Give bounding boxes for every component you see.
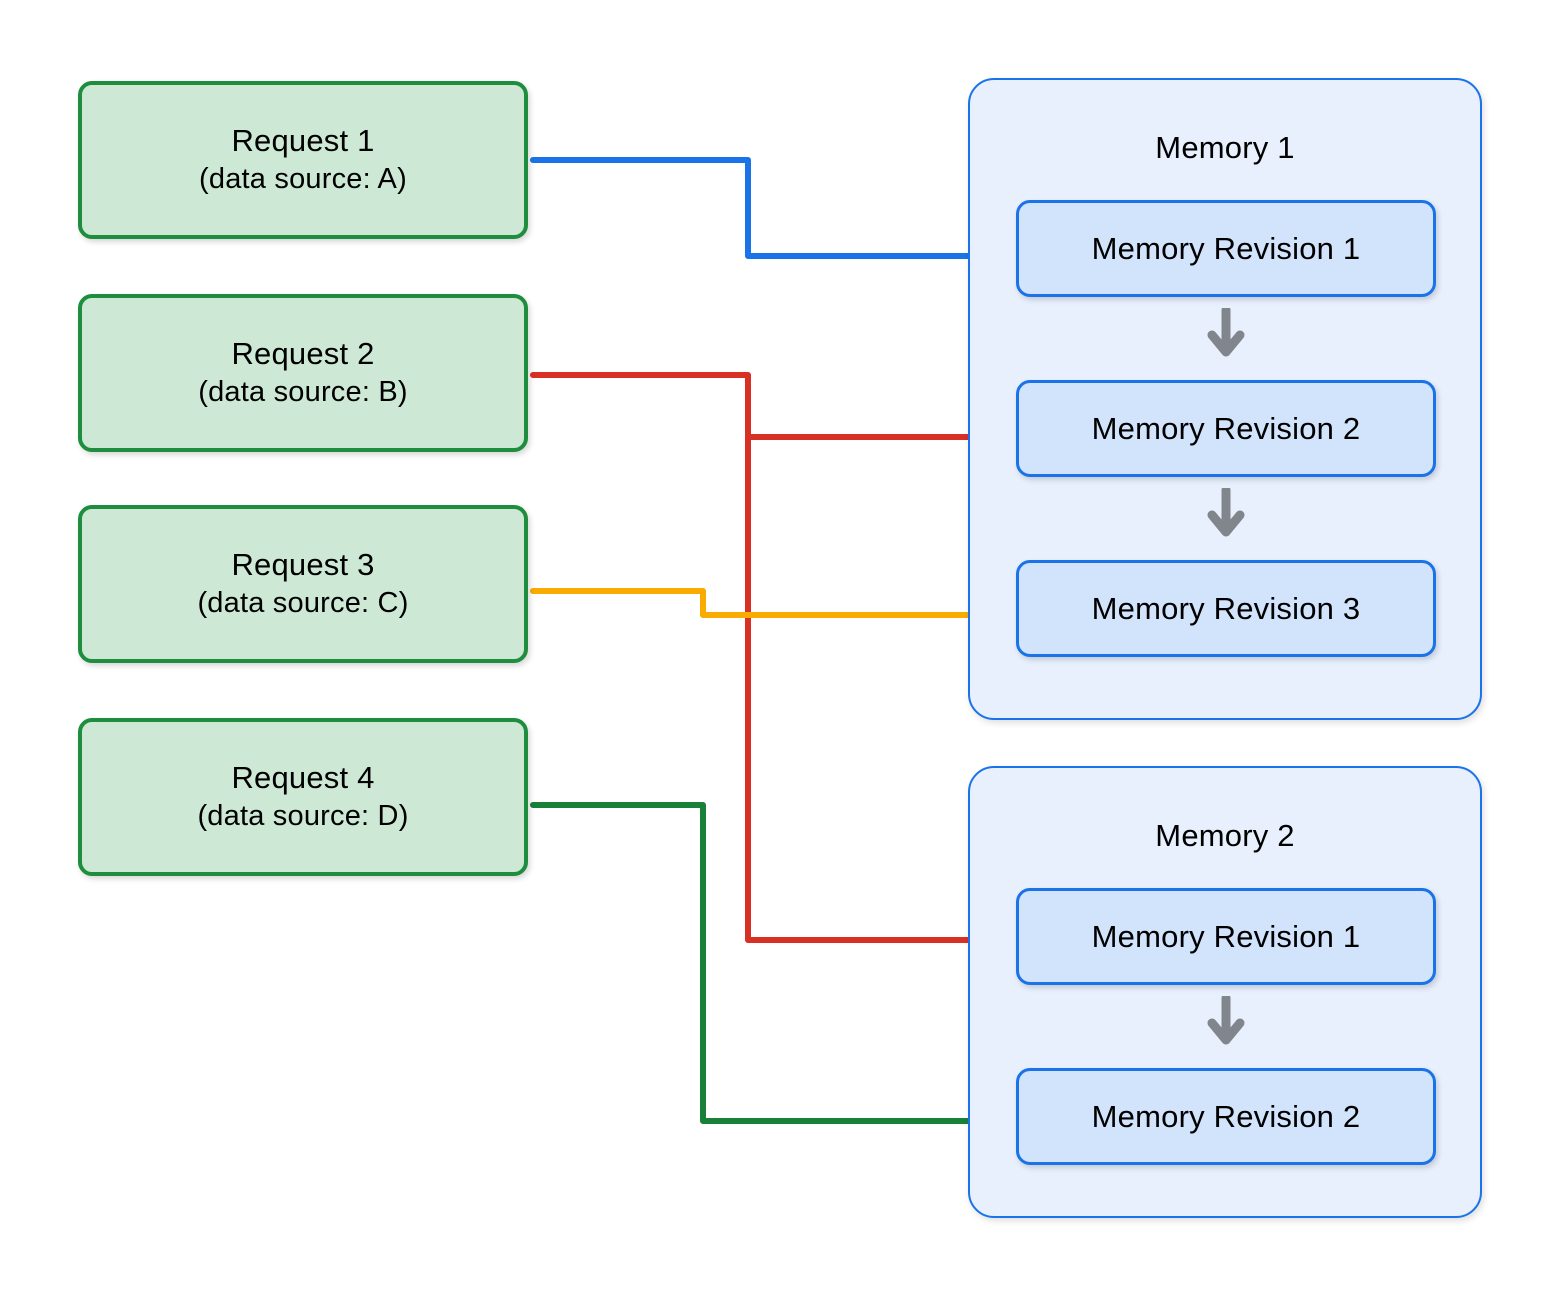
request-4-subtitle: (data source: D) (197, 800, 409, 833)
connector-request-2-to-memory-2-revision-1 (745, 434, 1000, 940)
connector-request-3-to-memory-1-revision-3 (530, 588, 1000, 615)
memory-1-revision-2[interactable]: Memory Revision 2 (1016, 380, 1436, 477)
connector-request-1-to-memory-1-revision-1 (530, 157, 1000, 256)
down-arrow-icon (1207, 996, 1245, 1045)
memory-container-2[interactable]: Memory 2 Memory Revision 1 Memory Revisi… (968, 766, 1482, 1218)
request-card-2[interactable]: Request 2 (data source: B) (78, 294, 528, 452)
down-arrow-icon (1207, 488, 1245, 537)
request-card-4[interactable]: Request 4 (data source: D) (78, 718, 528, 876)
request-4-title: Request 4 (231, 760, 375, 796)
down-arrow-icon (1207, 308, 1245, 357)
request-card-3[interactable]: Request 3 (data source: C) (78, 505, 528, 663)
request-card-1[interactable]: Request 1 (data source: A) (78, 81, 528, 239)
memory-2-title: Memory 2 (1155, 818, 1295, 853)
connector-request-4-to-memory-2-revision-2 (530, 802, 1000, 1121)
request-2-title: Request 2 (231, 336, 375, 372)
memory-1-revision-3[interactable]: Memory Revision 3 (1016, 560, 1436, 657)
request-1-title: Request 1 (231, 123, 375, 159)
memory-container-1[interactable]: Memory 1 Memory Revision 1 Memory Revisi… (968, 78, 1482, 720)
request-2-subtitle: (data source: B) (198, 376, 408, 409)
request-3-subtitle: (data source: C) (197, 587, 409, 620)
connector-request-2-to-memory-1-revision-2 (530, 372, 1000, 437)
memory-2-revision-2[interactable]: Memory Revision 2 (1016, 1068, 1436, 1165)
request-1-subtitle: (data source: A) (199, 163, 407, 196)
memory-1-revision-1[interactable]: Memory Revision 1 (1016, 200, 1436, 297)
memory-2-revision-1[interactable]: Memory Revision 1 (1016, 888, 1436, 985)
memory-1-title: Memory 1 (1155, 130, 1295, 165)
request-3-title: Request 3 (231, 547, 375, 583)
